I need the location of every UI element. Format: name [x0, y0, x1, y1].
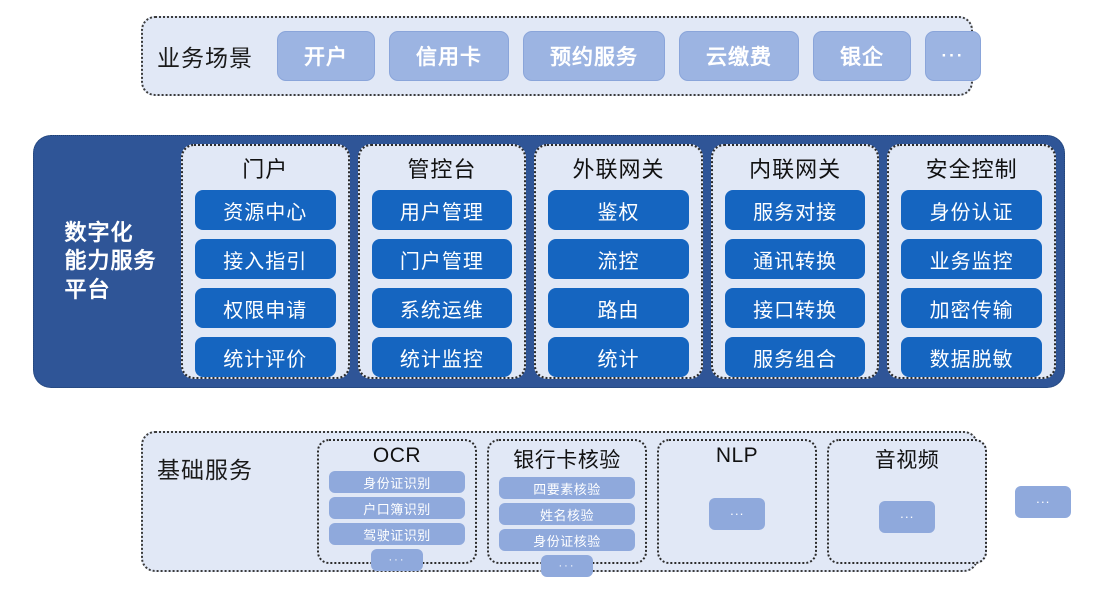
bankcard-item-id-card-verification[interactable]: 身份证核验	[499, 529, 635, 551]
bankcard-item-four-element-verification[interactable]: 四要素核验	[499, 477, 635, 499]
column-title-portal: 门户	[242, 157, 289, 182]
base-services-title: 基础服务	[157, 457, 253, 483]
base-card-bank-card-verification: 银行卡核验 四要素核验 姓名核验 身份证核验 ···	[487, 439, 647, 577]
scenario-chip-kaihu[interactable]: 开户	[277, 31, 375, 81]
column-items-internal-gateway: 服务对接 通讯转换 接口转换 服务组合	[724, 190, 866, 377]
external-gateway-item-flow-control[interactable]: 流控	[548, 239, 689, 279]
internal-gateway-item-service-composition[interactable]: 服务组合	[724, 337, 866, 377]
external-gateway-item-statistics[interactable]: 统计	[548, 337, 689, 377]
security-item-identity-authentication[interactable]: 身份认证	[901, 190, 1042, 230]
internal-gateway-item-service-docking[interactable]: 服务对接	[724, 190, 866, 230]
platform-label-line-1: 数字化	[64, 220, 134, 246]
scenario-chip-credit-card[interactable]: 信用卡	[389, 31, 509, 81]
platform-column-external-gateway: 外联网关 鉴权 流控 路由 统计	[534, 144, 703, 379]
column-items-portal: 资源中心 接入指引 权限申请 统计评价	[195, 190, 336, 377]
base-services-tail: ···	[997, 439, 1071, 564]
security-item-business-monitoring[interactable]: 业务监控	[901, 239, 1042, 279]
scenario-chip-appointment-service[interactable]: 预约服务	[523, 31, 665, 81]
base-items-bank-card-verification: 四要素核验 姓名核验 身份证核验 ···	[499, 477, 635, 577]
base-card-nlp: NLP ···	[657, 439, 817, 564]
internal-gateway-item-protocol-conversion[interactable]: 通讯转换	[724, 239, 866, 279]
digital-capability-platform-section: 数字化 能力服务 平台 门户 资源中心 接入指引 权限申请 统计评价 管控台 用…	[33, 135, 1065, 388]
console-item-user-management[interactable]: 用户管理	[371, 190, 513, 230]
base-services-more[interactable]: ···	[1015, 485, 1071, 518]
bankcard-item-name-verification[interactable]: 姓名核验	[499, 503, 635, 525]
ocr-item-driver-license-recognition[interactable]: 驾驶证识别	[329, 523, 465, 545]
column-items-external-gateway: 鉴权 流控 路由 统计	[548, 190, 689, 377]
base-services-section: 基础服务 OCR 身份证识别 户口簿识别 驾驶证识别 ··· 银行卡核验 四要素…	[141, 431, 1071, 577]
console-item-statistics-monitoring[interactable]: 统计监控	[371, 337, 513, 377]
base-card-ocr: OCR 身份证识别 户口簿识别 驾驶证识别 ···	[317, 439, 477, 571]
external-gateway-item-routing[interactable]: 路由	[548, 288, 689, 328]
column-title-external-gateway: 外联网关	[572, 157, 665, 182]
security-item-encrypted-transmission[interactable]: 加密传输	[901, 288, 1042, 328]
scenario-chip-bank-enterprise[interactable]: 银企	[813, 31, 911, 81]
ocr-item-household-register-recognition[interactable]: 户口簿识别	[329, 497, 465, 519]
column-title-console: 管控台	[407, 157, 477, 182]
base-card-title-nlp: NLP	[715, 444, 759, 467]
portal-item-access-guide[interactable]: 接入指引	[195, 239, 336, 279]
platform-label-line-3: 平台	[64, 276, 111, 302]
column-title-internal-gateway: 内联网关	[749, 157, 842, 182]
platform-column-portal: 门户 资源中心 接入指引 权限申请 统计评价	[181, 144, 350, 379]
internal-gateway-item-interface-conversion[interactable]: 接口转换	[724, 288, 866, 328]
column-title-security-control: 安全控制	[925, 157, 1018, 182]
platform-label: 数字化 能力服务 平台	[42, 144, 173, 379]
scenario-chip-more[interactable]: ···	[925, 31, 981, 81]
base-card-title-audio-video: 音视频	[874, 449, 940, 472]
business-scenario-section: 业务场景 开户 信用卡 预约服务 云缴费 银企 ···	[141, 16, 981, 96]
platform-column-security-control: 安全控制 身份认证 业务监控 加密传输 数据脱敏	[887, 144, 1056, 379]
platform-label-line-2: 能力服务	[64, 248, 157, 274]
platform-column-internal-gateway: 内联网关 服务对接 通讯转换 接口转换 服务组合	[710, 144, 880, 379]
base-card-title-ocr: OCR	[372, 444, 422, 467]
portal-item-resource-center[interactable]: 资源中心	[195, 190, 336, 230]
business-scenario-title: 业务场景	[157, 45, 253, 71]
platform-column-console: 管控台 用户管理 门户管理 系统运维 统计监控	[357, 144, 527, 379]
scenario-chip-cloud-payment[interactable]: 云缴费	[679, 31, 799, 81]
base-card-audio-video: 音视频 ···	[827, 439, 987, 564]
external-gateway-item-auth[interactable]: 鉴权	[548, 190, 689, 230]
bankcard-item-more[interactable]: ···	[541, 555, 593, 577]
ocr-item-id-card-recognition[interactable]: 身份证识别	[329, 471, 465, 493]
base-items-nlp: ···	[669, 471, 805, 556]
security-item-data-masking[interactable]: 数据脱敏	[901, 337, 1042, 377]
audio-video-item-more[interactable]: ···	[879, 500, 935, 533]
column-items-console: 用户管理 门户管理 系统运维 统计监控	[371, 190, 513, 377]
console-item-system-ops[interactable]: 系统运维	[371, 288, 513, 328]
base-card-title-bank-card-verification: 银行卡核验	[513, 449, 621, 472]
ocr-item-more[interactable]: ···	[371, 549, 423, 571]
base-items-ocr: 身份证识别 户口簿识别 驾驶证识别 ···	[329, 471, 465, 571]
console-item-portal-management[interactable]: 门户管理	[371, 239, 513, 279]
base-services-title-wrap: 基础服务	[157, 439, 307, 564]
nlp-item-more[interactable]: ···	[709, 497, 765, 530]
base-items-audio-video: ···	[839, 477, 975, 556]
portal-item-statistics-evaluation[interactable]: 统计评价	[195, 337, 336, 377]
portal-item-permission-apply[interactable]: 权限申请	[195, 288, 336, 328]
column-items-security-control: 身份认证 业务监控 加密传输 数据脱敏	[901, 190, 1042, 377]
